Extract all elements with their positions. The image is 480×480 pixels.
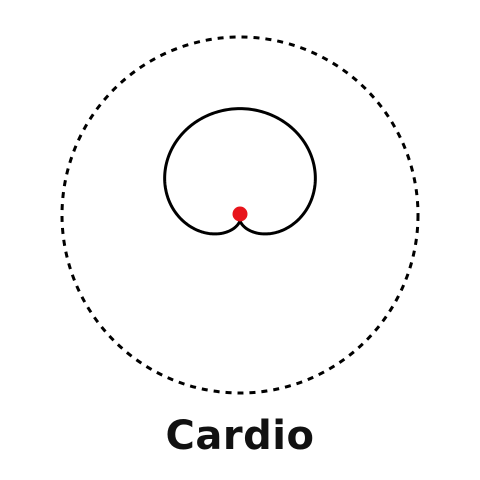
pattern-label: Cardio [165, 413, 315, 459]
microphone-point [232, 206, 248, 222]
reference-circle [60, 35, 420, 395]
cardioid-pattern-line [163, 107, 317, 236]
